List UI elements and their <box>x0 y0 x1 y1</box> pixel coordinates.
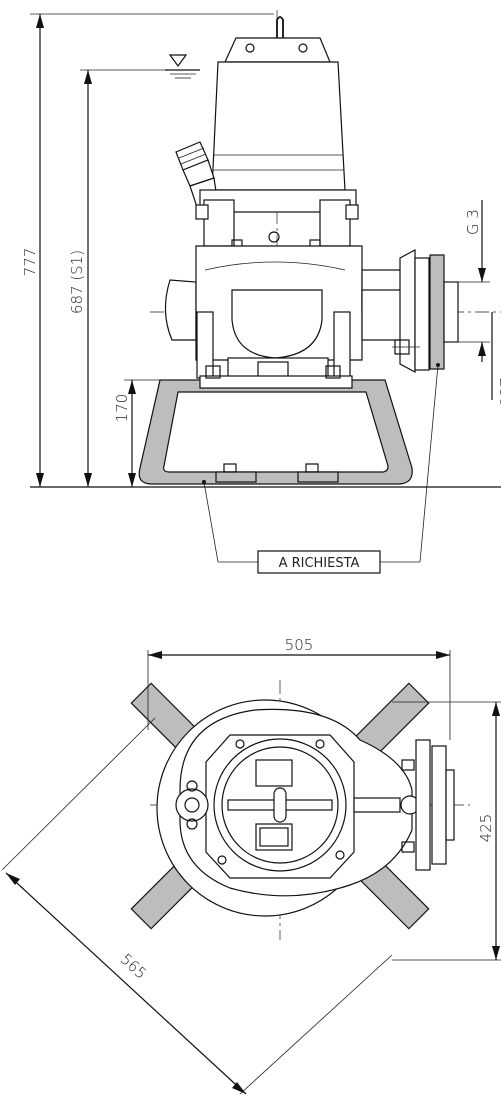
dimension-line-565 <box>5 872 247 1095</box>
dimension-425-label: 425 <box>477 814 495 843</box>
motor-housing <box>211 61 346 191</box>
plan-discharge-flange <box>415 739 431 871</box>
volute-left <box>164 279 197 341</box>
on-request-box <box>257 550 381 574</box>
dimension-505-label: 505 <box>285 636 314 654</box>
left-leg <box>196 311 214 379</box>
motor-top-cap <box>224 37 331 63</box>
dimension-777-label: 777 <box>21 248 39 277</box>
dimension-565-label: 565 <box>117 950 150 983</box>
foot-right <box>297 471 339 483</box>
plan-view: 505 425 565 <box>1 636 501 1095</box>
on-request-callout: A RICHIESTA <box>202 363 440 574</box>
dimension-687-label: 687 (S1) <box>68 250 86 314</box>
plan-motor-inner <box>221 746 339 864</box>
counter-flange <box>429 254 445 370</box>
discharge-flange <box>399 249 416 373</box>
dimension-286-label: 286 <box>496 378 501 407</box>
plan-top-cap-upper <box>255 759 293 787</box>
plan-handle <box>273 787 287 823</box>
water-level-symbol <box>165 54 200 79</box>
dimension-g3-label: G 3 <box>464 209 482 235</box>
motor-flange <box>199 189 357 213</box>
inspection-screw <box>268 231 280 243</box>
right-leg <box>333 311 351 379</box>
plan-cable-gland <box>175 788 209 822</box>
foot-left <box>215 471 257 483</box>
dimension-170-label: 170 <box>113 394 131 423</box>
on-request-label: A RICHIESTA <box>279 556 360 571</box>
lifting-handle <box>276 16 284 45</box>
cable-gland <box>175 141 219 211</box>
plan-discharge-pipe <box>353 797 401 813</box>
side-elevation-view: 777 687 (S1) 170 G 3 286 <box>21 10 501 574</box>
